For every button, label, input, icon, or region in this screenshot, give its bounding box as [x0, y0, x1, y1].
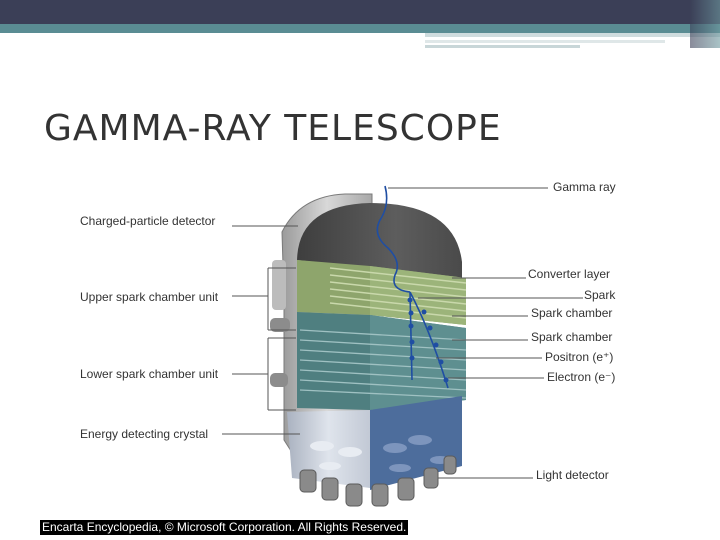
particle-tracks — [376, 185, 449, 389]
header-stripe — [425, 33, 720, 37]
label-lower-spark-chamber-unit: Lower spark chamber unit — [80, 367, 219, 381]
leader-lines — [222, 187, 583, 479]
header-stripe — [425, 45, 580, 48]
label-electron: Electron (e⁻) — [547, 370, 616, 384]
charged-particle-detector — [297, 203, 462, 278]
label-upper-spark-chamber-unit: Upper spark chamber unit — [80, 290, 219, 304]
label-gamma-ray: Gamma ray — [553, 180, 616, 194]
spark-markers — [407, 297, 449, 383]
copyright-credit: Encarta Encyclopedia, © Microsoft Corpor… — [40, 520, 409, 535]
light-detector — [299, 455, 457, 507]
header-stripe — [425, 40, 665, 43]
lower-spark-chamber — [297, 312, 467, 410]
header-corner — [690, 0, 720, 48]
header-bar — [0, 0, 720, 24]
label-positron: Positron (e⁺) — [545, 350, 614, 364]
label-converter-layer: Converter layer — [528, 267, 611, 281]
label-spark-chamber-upper: Spark chamber — [531, 306, 613, 320]
energy-detecting-crystal — [287, 396, 462, 490]
label-spark: Spark — [584, 288, 616, 302]
header-accent-bar — [0, 24, 720, 33]
label-light-detector: Light detector — [536, 468, 609, 482]
label-energy-detecting-crystal: Energy detecting crystal — [80, 427, 209, 441]
slide-title: GAMMA-RAY TELESCOPE — [44, 108, 502, 149]
label-spark-chamber-lower: Spark chamber — [531, 330, 613, 344]
label-charged-particle-detector: Charged-particle detector — [80, 214, 216, 228]
